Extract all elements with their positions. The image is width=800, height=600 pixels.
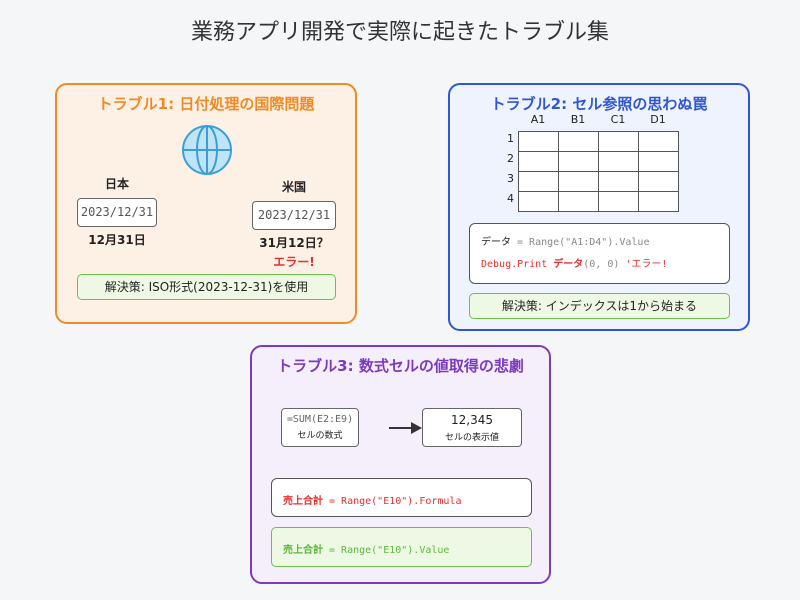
column-header: D1 xyxy=(650,113,666,126)
trouble2-heading: トラブル2: セル参照の思わぬ罠 xyxy=(490,95,708,113)
us-date-box: 2023/12/31 xyxy=(252,201,336,230)
good-code-line: 売上合計 = Range("E10").Value xyxy=(283,541,449,556)
grid-cell xyxy=(558,151,599,172)
code-var: データ xyxy=(481,237,511,248)
code-text: = Range("A1:D4").Value xyxy=(511,237,650,248)
grid-cell xyxy=(558,131,599,152)
formula-caption: セルの数式 xyxy=(297,431,343,441)
grid-cell xyxy=(598,131,639,152)
row-header: 3 xyxy=(507,172,514,185)
formula-cell-box: =SUM(E2:E9) セルの数式 xyxy=(281,408,359,447)
code-line-2: Debug.Print データ(0, 0) 'エラー! xyxy=(481,255,667,270)
code-var: 売上合計 xyxy=(283,496,323,507)
trouble1-heading: トラブル1: 日付処理の国際問題 xyxy=(97,95,315,113)
grid-cell xyxy=(598,171,639,192)
trouble1-panel: トラブル1: 日付処理の国際問題 日本 2023/12/31 12月31日 米国… xyxy=(55,83,357,324)
arrow-right-icon xyxy=(389,422,422,434)
bad-code-line: 売上合計 = Range("E10").Formula xyxy=(283,492,461,507)
formula-text: =SUM(E2:E9) xyxy=(286,414,354,425)
grid-cell xyxy=(518,171,559,192)
us-meaning: 31月12日？ xyxy=(259,236,329,250)
code-text: = Range("E10").Value xyxy=(323,545,450,556)
code-var: データ xyxy=(553,259,584,270)
japan-meaning: 12月31日 xyxy=(88,233,146,247)
solution-box-1: 解決策: ISO形式(2023-12-31)を使用 xyxy=(77,274,336,300)
japan-date-box: 2023/12/31 xyxy=(77,198,157,227)
value-cell-box: 12,345 セルの表示値 xyxy=(422,408,522,447)
cell-grid xyxy=(518,131,679,212)
row-header: 2 xyxy=(507,152,514,165)
grid-cell xyxy=(638,151,679,172)
grid-cell xyxy=(638,191,679,212)
code-text: (0, 0) xyxy=(583,259,626,270)
column-header: A1 xyxy=(530,113,546,126)
trouble2-panel: トラブル2: セル参照の思わぬ罠 A1 B1 C1 D1 1 2 3 4 データ… xyxy=(448,83,750,331)
column-headers: A1 B1 C1 D1 xyxy=(518,113,688,127)
code-box-2: データ = Range("A1:D4").Value Debug.Print デ… xyxy=(469,223,730,284)
row-headers: 1 2 3 4 xyxy=(500,132,518,216)
grid-cell xyxy=(638,131,679,152)
grid-cell xyxy=(558,191,599,212)
trouble3-panel: トラブル3: 数式セルの値取得の悲劇 =SUM(E2:E9) セルの数式 12,… xyxy=(250,345,551,584)
us-label: 米国 xyxy=(281,180,306,194)
code-line-1: データ = Range("A1:D4").Value xyxy=(481,233,649,248)
grid-cell xyxy=(598,151,639,172)
value-text: 12,345 xyxy=(451,413,493,427)
good-code-box: 売上合計 = Range("E10").Value xyxy=(271,527,532,567)
trouble3-heading: トラブル3: 数式セルの値取得の悲劇 xyxy=(277,357,524,375)
error-text: エラー! xyxy=(273,255,315,269)
grid-cell xyxy=(638,171,679,192)
value-caption: セルの表示値 xyxy=(444,433,499,443)
row-header: 4 xyxy=(507,192,514,205)
code-comment: 'エラー! xyxy=(625,259,668,270)
globe-icon xyxy=(182,125,232,175)
code-var: 売上合計 xyxy=(283,545,323,556)
row-header: 1 xyxy=(507,132,514,145)
grid-cell xyxy=(518,191,559,212)
code-text: = Range("E10").Formula xyxy=(323,496,462,507)
page-title: 業務アプリ開発で実際に起きたトラブル集 xyxy=(190,20,609,45)
column-header: B1 xyxy=(570,113,586,126)
japan-label: 日本 xyxy=(104,177,129,191)
grid-cell xyxy=(518,151,559,172)
solution-box-2: 解決策: インデックスは1から始まる xyxy=(469,293,730,319)
column-header: C1 xyxy=(610,113,626,126)
grid-cell xyxy=(518,131,559,152)
grid-cell xyxy=(598,191,639,212)
code-text: Debug.Print xyxy=(481,259,554,270)
bad-code-box: 売上合計 = Range("E10").Formula xyxy=(271,478,532,517)
grid-cell xyxy=(558,171,599,192)
